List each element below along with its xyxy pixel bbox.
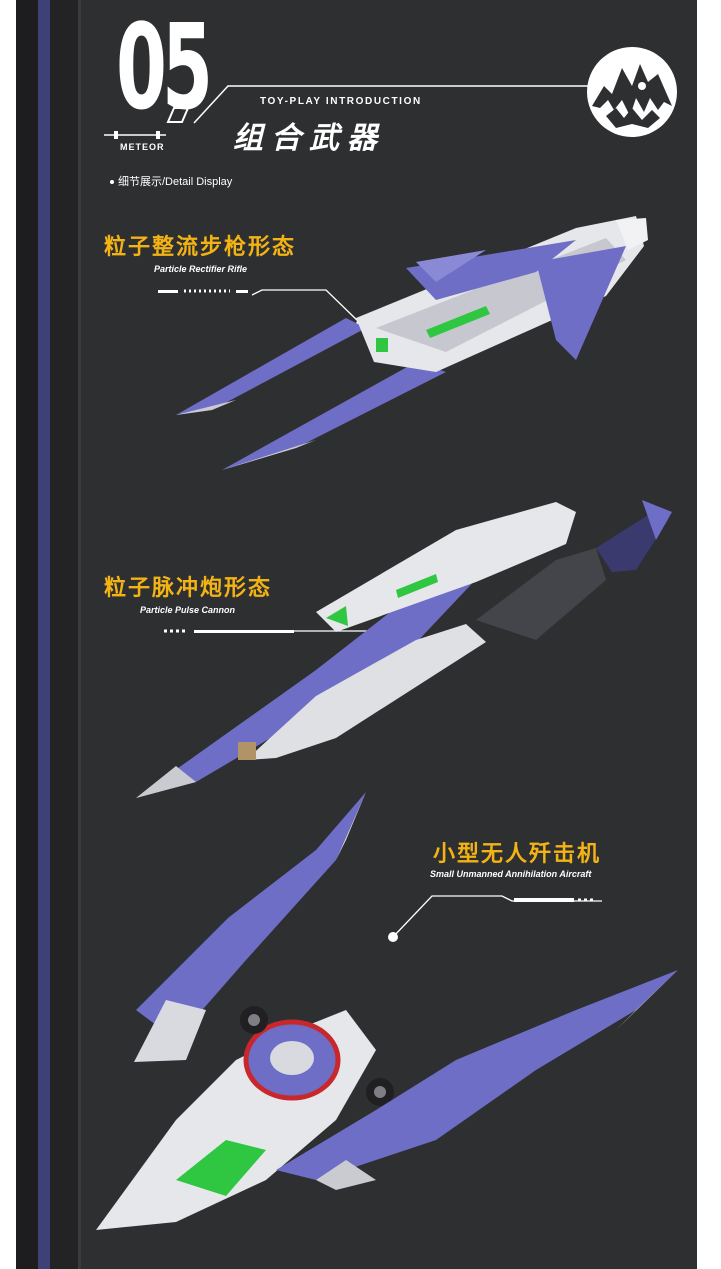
header-lines — [104, 85, 604, 139]
cannon-title-cn: 粒子脉冲炮形态 — [104, 575, 273, 600]
rifle-title-cn: 粒子整流步枪形态 — [104, 234, 297, 259]
detail-display-text: 细节展示/Detail Display — [118, 176, 233, 188]
subtitle-en: TOY-PLAY INTRODUCTION — [260, 96, 422, 107]
mountain-emblem-icon — [587, 47, 677, 137]
detail-display-label: 细节展示/Detail Display — [110, 173, 232, 189]
cannon-callout — [164, 626, 387, 636]
stripe-black — [16, 0, 38, 1269]
rifle-title-en: Particle Rectifier Rifle — [154, 264, 248, 274]
cannon-title-en: Particle Pulse Cannon — [140, 605, 236, 615]
rifle-callout — [158, 289, 366, 329]
stripe-dark — [50, 0, 78, 1269]
bullet-dot-icon — [110, 180, 114, 185]
pulse-cannon-image — [136, 500, 672, 798]
section-number: 05 — [116, 0, 213, 136]
callout-dot-icon — [388, 932, 398, 942]
brand-label: METEOR — [120, 142, 165, 152]
aircraft-callout — [388, 895, 602, 942]
aircraft-title-cn: 小型无人歼击机 — [433, 841, 602, 866]
stripe-thin — [78, 0, 81, 1269]
stripe-blue — [38, 0, 50, 1269]
dark-panel: 05 METEOR TOY-PLAY INTRODUCTION 组合武器 细节展… — [16, 0, 697, 1269]
aircraft-title-en: Small Unmanned Annihilation Aircraft — [430, 869, 592, 879]
weapon-illustrations — [96, 216, 678, 1230]
annihilation-aircraft-image — [96, 792, 678, 1230]
rectifier-rifle-image — [176, 216, 648, 470]
section-title: 组合武器 — [233, 122, 385, 155]
